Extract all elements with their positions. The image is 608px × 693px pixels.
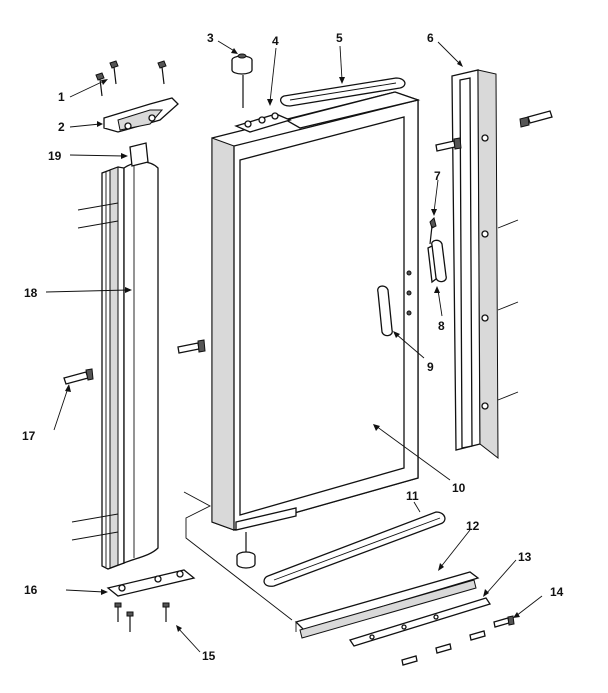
callout-3: 3: [207, 31, 214, 45]
callout-12: 12: [466, 519, 480, 533]
callout-15: 15: [202, 649, 216, 663]
bottom-roller: [236, 532, 256, 569]
screws-part-14: [401, 615, 515, 666]
bottom-bracket-part-16: [106, 569, 196, 597]
top-roller-part-3: [231, 53, 253, 75]
right-jamb-part-6: [451, 69, 519, 460]
handle-part-8: [377, 239, 447, 337]
install-guide-line: [183, 491, 293, 621]
callout-4: 4: [272, 34, 279, 48]
callout-9: 9: [427, 360, 434, 374]
jamb-screws: [435, 110, 553, 152]
leader-lines: [45, 40, 543, 653]
bottom-rail-part-11: [263, 511, 446, 587]
screws-part-1: [95, 60, 167, 97]
callout-2: 2: [58, 120, 65, 134]
top-rail-part-5: [279, 77, 406, 107]
callout-6: 6: [427, 31, 434, 45]
screw-part-17: [63, 368, 94, 385]
callout-19: 19: [48, 149, 62, 163]
callout-labels: 1 2 3 4 5 6 7 8 9 10 11 12 13 14 15 16 1…: [22, 31, 564, 663]
callout-14: 14: [550, 585, 564, 599]
callout-1: 1: [58, 90, 65, 104]
strip-part-19: [129, 142, 149, 167]
side-screw: [177, 339, 206, 354]
callout-10: 10: [452, 481, 466, 495]
callout-18: 18: [24, 286, 38, 300]
callout-16: 16: [24, 583, 38, 597]
callout-11: 11: [406, 489, 419, 503]
screw-part-7: [429, 217, 437, 245]
bottom-track-part-12: [294, 571, 480, 639]
callout-13: 13: [518, 550, 532, 564]
bottom-sweep-part-13: [348, 597, 492, 647]
callout-17: 17: [22, 429, 36, 443]
top-guide-part-4: [234, 75, 292, 133]
callout-7: 7: [434, 169, 441, 183]
door-panel-part-10: [211, 91, 421, 531]
left-jamb-part-18: [71, 161, 159, 570]
screws-part-15: [114, 602, 170, 632]
callout-5: 5: [336, 31, 343, 45]
hinge-bracket-part-2: [103, 97, 179, 133]
callout-8: 8: [438, 319, 445, 333]
